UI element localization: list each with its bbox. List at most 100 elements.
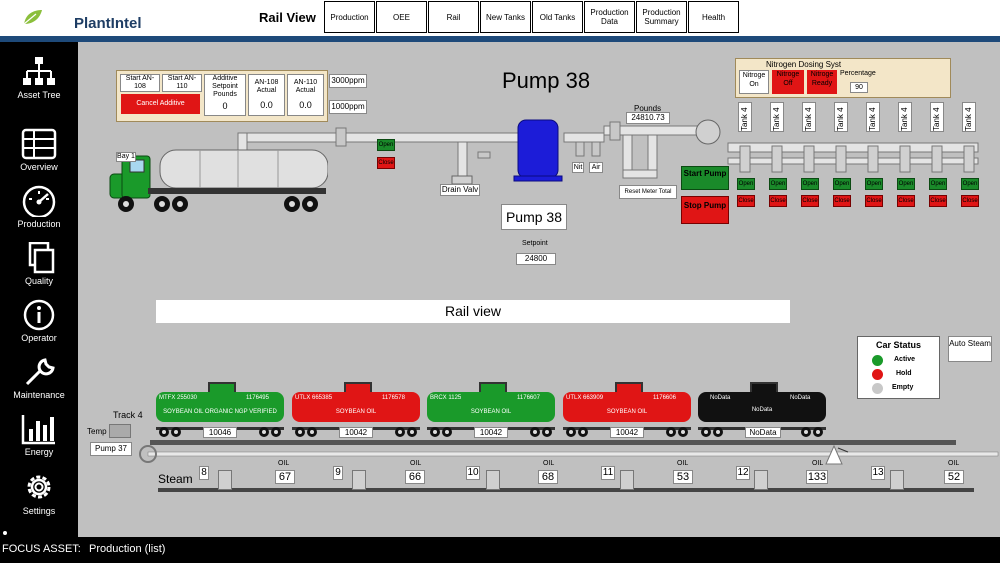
spot-oil-label: OIL bbox=[677, 460, 689, 467]
spot-number: 13 bbox=[871, 466, 885, 480]
tank-open-button[interactable]: Open bbox=[769, 178, 787, 190]
spot-valve-icon bbox=[890, 470, 904, 490]
nav-oee-button[interactable]: OEE bbox=[376, 1, 427, 33]
car-dome bbox=[750, 382, 778, 394]
setpoint-value: 24800 bbox=[516, 253, 556, 265]
nav-production-data-button[interactable]: Production Data bbox=[584, 1, 635, 33]
rail-car[interactable]: BRCX 1125 1176607 SOYBEAN OIL 10042 bbox=[427, 378, 555, 440]
rail-car[interactable]: MTFX 255030 1176495 SOYBEAN OIL ORGANIC … bbox=[156, 378, 284, 440]
reset-meter-total-button[interactable]: Reset Meter Total bbox=[619, 185, 677, 199]
car-weight: 10042 bbox=[610, 427, 644, 438]
nav-rail-button[interactable]: Rail bbox=[428, 1, 479, 33]
sidebar-item-energy[interactable]: Energy bbox=[0, 413, 78, 457]
nav-production-button[interactable]: Production bbox=[324, 1, 375, 33]
asset-tree-icon bbox=[23, 57, 55, 85]
an108-actual-box: AN-108 Actual 0.0 bbox=[248, 74, 285, 116]
setpoint-label: Setpoint bbox=[522, 240, 548, 247]
an110-actual-label: AN-110 Actual bbox=[293, 79, 318, 94]
spot-number: 10 bbox=[466, 466, 480, 480]
ppm-3000-button[interactable]: 3000ppm bbox=[329, 74, 367, 88]
tank-label: Tank 4 bbox=[930, 102, 944, 132]
spot-value: 53 bbox=[673, 470, 693, 484]
car-dome bbox=[479, 382, 507, 394]
auto-steam-button[interactable]: Auto Steam bbox=[948, 336, 992, 362]
percentage-input[interactable]: 90 bbox=[850, 82, 868, 93]
tank-open-button[interactable]: Open bbox=[801, 178, 819, 190]
tank-close-button[interactable]: Close bbox=[961, 195, 979, 207]
tanker-truck-icon bbox=[109, 149, 328, 212]
start-pump-button[interactable]: Start Pump bbox=[681, 166, 729, 190]
pump37-label: Pump 37 bbox=[90, 442, 132, 456]
drain-valve-label: Drain Valv bbox=[440, 184, 480, 196]
sidebar-item-settings[interactable]: Settings bbox=[0, 470, 78, 516]
tank-close-button[interactable]: Close bbox=[929, 195, 947, 207]
car-id: MTFX 255030 bbox=[159, 395, 198, 401]
nitrogen-on-button[interactable]: Nitroge On bbox=[739, 70, 769, 94]
car-dome bbox=[615, 382, 643, 394]
rail-car[interactable]: UTLX 663909 1176606 SOYBEAN OIL 10042 bbox=[563, 378, 691, 440]
car-product: SOYBEAN OIL bbox=[470, 409, 512, 415]
focus-asset-label: FOCUS ASSET: bbox=[2, 543, 81, 555]
tank-label: Tank 4 bbox=[898, 102, 912, 132]
nav-new-tanks-button[interactable]: New Tanks bbox=[480, 1, 531, 33]
nav-health-button[interactable]: Health bbox=[688, 1, 739, 33]
sidebar-item-label: Asset Tree bbox=[17, 90, 61, 100]
rail-car[interactable]: UTLX 665385 1176578 SOYBEAN OIL 10042 bbox=[292, 378, 420, 440]
additive-setpoint-label: Additive Setpoint Pounds bbox=[212, 75, 238, 98]
car-dome bbox=[344, 382, 372, 394]
spot-valve-icon bbox=[754, 470, 768, 490]
car-number: 1176607 bbox=[517, 395, 540, 401]
tank-open-button[interactable]: Open bbox=[833, 178, 851, 190]
tank-close-button[interactable]: Close bbox=[865, 195, 883, 207]
tank-open-button[interactable]: Open bbox=[929, 178, 947, 190]
nav-production-summary-button[interactable]: Production Summary bbox=[636, 1, 687, 33]
empty-status-icon bbox=[872, 383, 883, 394]
car-dome bbox=[208, 382, 236, 394]
rail-car[interactable]: NoData NoData NoData NoData bbox=[698, 378, 826, 440]
bay-label: Bay 1 bbox=[116, 152, 136, 162]
pounds-value: 24810.73 bbox=[626, 112, 670, 124]
active-status-icon bbox=[872, 355, 883, 366]
sidebar-item-asset-tree[interactable]: Asset Tree bbox=[0, 56, 78, 100]
sidebar-item-overview[interactable]: Overview bbox=[0, 128, 78, 172]
tank-open-button[interactable]: Open bbox=[737, 178, 755, 190]
car-weight: 10042 bbox=[474, 427, 508, 438]
spot-valve-icon bbox=[352, 470, 366, 490]
focus-asset-value: Production (list) bbox=[89, 543, 166, 555]
ppm-1000-button[interactable]: 1000ppm bbox=[329, 100, 367, 114]
sidebar-item-production[interactable]: Production bbox=[0, 185, 78, 229]
tank-open-button[interactable]: Open bbox=[865, 178, 883, 190]
nav-old-tanks-button[interactable]: Old Tanks bbox=[532, 1, 583, 33]
stop-pump-button[interactable]: Stop Pump bbox=[681, 196, 729, 224]
spot-oil-label: OIL bbox=[543, 460, 555, 467]
sidebar-item-maintenance[interactable]: Maintenance bbox=[0, 356, 78, 400]
tank-close-button[interactable]: Close bbox=[897, 195, 915, 207]
tank-close-button[interactable]: Close bbox=[769, 195, 787, 207]
car-weight: 10046 bbox=[203, 427, 237, 438]
documents-icon bbox=[28, 242, 55, 274]
sidebar-item-label: Energy bbox=[24, 447, 54, 457]
valve-close-button[interactable]: Close bbox=[377, 157, 395, 169]
an110-actual-box: AN-110 Actual 0.0 bbox=[287, 74, 324, 116]
tank-open-button[interactable]: Open bbox=[961, 178, 979, 190]
page-title: Rail View bbox=[259, 10, 316, 25]
cancel-additive-button[interactable]: Cancel Additive bbox=[121, 94, 200, 114]
pump-title: Pump 38 bbox=[502, 68, 591, 93]
sidebar-item-quality[interactable]: Quality bbox=[0, 242, 78, 286]
start-an108-button[interactable]: Start AN-108 bbox=[120, 74, 160, 92]
car-product: SOYBEAN OIL bbox=[606, 409, 648, 415]
car-status-legend: Car Status Active Hold Empty bbox=[857, 336, 940, 399]
active-status-label: Active bbox=[894, 356, 916, 363]
tank-close-button[interactable]: Close bbox=[801, 195, 819, 207]
temp-indicator bbox=[109, 424, 131, 438]
spot-number: 11 bbox=[601, 466, 615, 480]
tank-close-button[interactable]: Close bbox=[833, 195, 851, 207]
spot-oil-label: OIL bbox=[812, 460, 824, 467]
start-an110-button[interactable]: Start AN-110 bbox=[162, 74, 202, 92]
tank-open-button[interactable]: Open bbox=[897, 178, 915, 190]
sidebar-item-operator[interactable]: Operator bbox=[0, 299, 78, 343]
tank-close-button[interactable]: Close bbox=[737, 195, 755, 207]
tank-label: Tank 4 bbox=[866, 102, 880, 132]
nitrogen-off-button[interactable]: Nitroge Off bbox=[772, 70, 804, 94]
valve-open-button[interactable]: Open bbox=[377, 139, 395, 151]
